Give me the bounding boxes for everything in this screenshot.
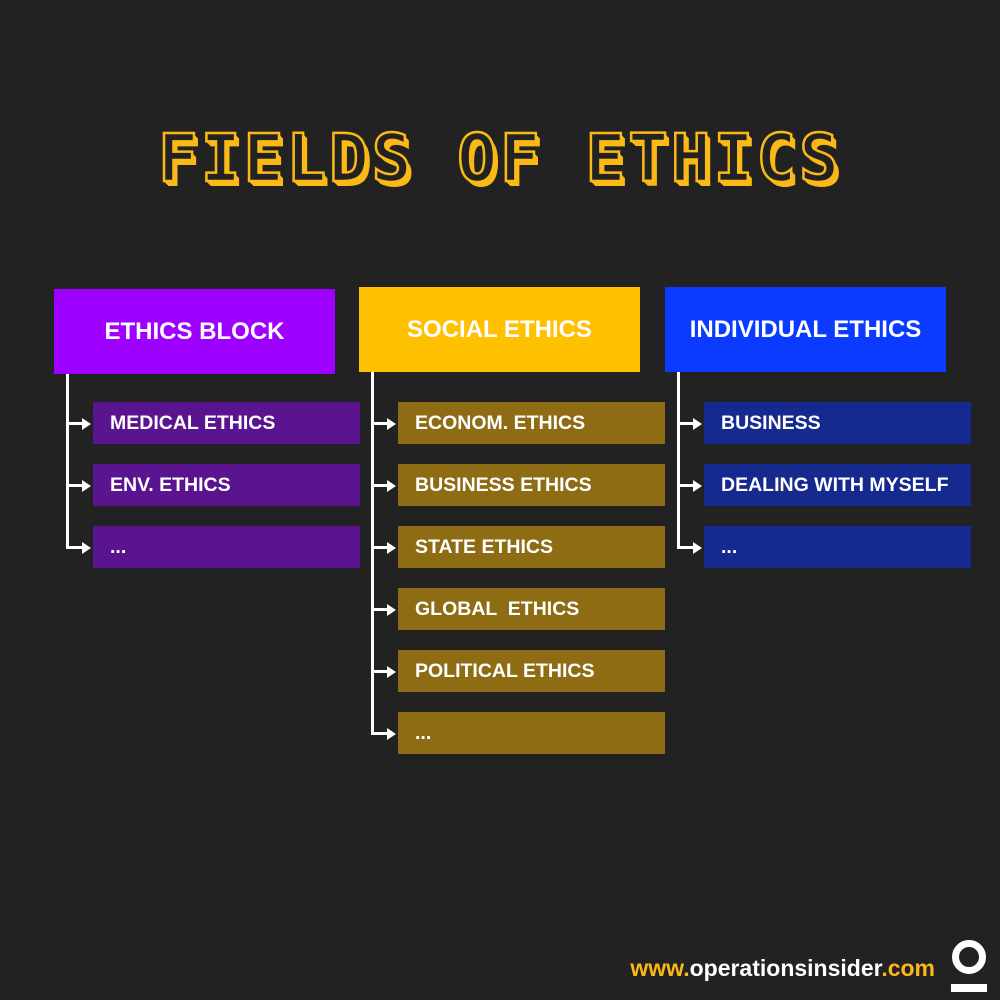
column-header-ethics-block: ETHICS BLOCK	[54, 289, 335, 374]
item-dealing-with-myself: DEALING WITH MYSELF	[704, 464, 971, 506]
item-political-ethics: POLITICAL ETHICS	[398, 650, 665, 692]
footer-website-url[interactable]: www.operationsinsider.com	[630, 955, 935, 982]
item-env-ethics: ENV. ETHICS	[93, 464, 360, 506]
diagram-title: FIELDS OF ETHICS	[157, 119, 842, 199]
item-state-ethics: STATE ETHICS	[398, 526, 665, 568]
connector-trunk-social-ethics	[371, 372, 374, 734]
column-header-social-ethics: SOCIAL ETHICS	[359, 287, 640, 372]
operations-insider-logo-icon	[948, 938, 990, 994]
item-business: BUSINESS	[704, 402, 971, 444]
item-ethics-block-more: ...	[93, 526, 360, 568]
item-global-ethics: GLOBAL ETHICS	[398, 588, 665, 630]
item-individual-ethics-more: ...	[704, 526, 971, 568]
footer-url-suffix: .com	[881, 955, 935, 981]
footer-url-domain: operationsinsider	[689, 955, 882, 981]
item-medical-ethics: MEDICAL ETHICS	[93, 402, 360, 444]
connector-trunk-ethics-block	[66, 374, 69, 549]
column-header-individual-ethics: INDIVIDUAL ETHICS	[665, 287, 946, 372]
item-business-ethics: BUSINESS ETHICS	[398, 464, 665, 506]
item-social-ethics-more: ...	[398, 712, 665, 754]
footer-url-prefix: www.	[630, 955, 690, 981]
connector-trunk-individual-ethics	[677, 372, 680, 549]
item-econom-ethics: ECONOM. ETHICS	[398, 402, 665, 444]
